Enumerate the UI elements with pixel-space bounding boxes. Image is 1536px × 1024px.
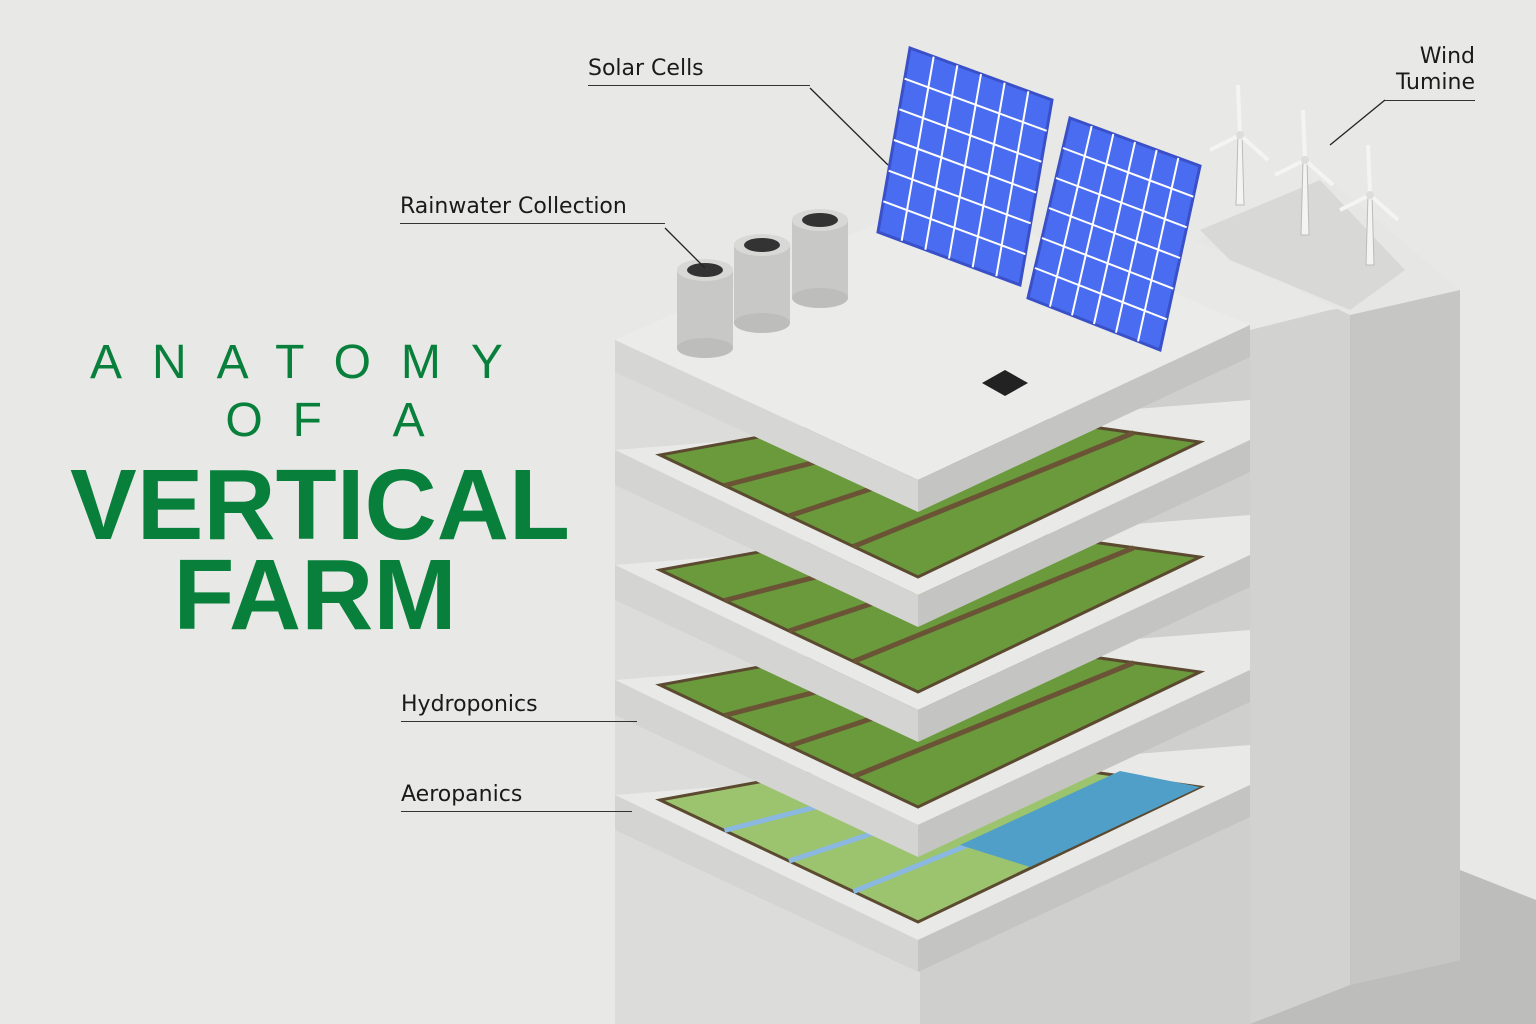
roof-hatch bbox=[982, 370, 1028, 396]
floor-slab-side bbox=[918, 440, 1250, 627]
label-solar-cells: Solar Cells bbox=[588, 56, 810, 86]
floors bbox=[615, 400, 1250, 972]
label-hydroponics: Hydroponics bbox=[401, 692, 637, 722]
floor-slab-side bbox=[918, 555, 1250, 742]
leader-lines bbox=[664, 87, 1386, 269]
floor-slab-front bbox=[615, 795, 918, 972]
label-wind-turbine: Wind Tumine bbox=[1385, 44, 1475, 101]
label-rainwater-collection: Rainwater Collection bbox=[400, 194, 665, 224]
water-tray bbox=[960, 771, 1200, 867]
title-vertical: VERTICAL bbox=[70, 449, 570, 561]
floor-slab-side bbox=[918, 670, 1250, 857]
wind-turbines bbox=[1209, 84, 1400, 266]
title-of-a: OF A bbox=[225, 394, 455, 447]
water-tank bbox=[677, 259, 733, 358]
solar-panels bbox=[876, 45, 1202, 353]
wind-turbine bbox=[1274, 109, 1335, 236]
label-wind-line2: Tumine bbox=[1395, 70, 1475, 95]
solar-panel bbox=[1026, 116, 1202, 353]
rainwater-tanks bbox=[677, 209, 848, 358]
label-aeroponics: Aeropanics bbox=[401, 782, 632, 812]
label-wind-line1: Wind bbox=[1419, 44, 1475, 69]
bed-divider bbox=[852, 545, 1135, 664]
solar-panel bbox=[876, 45, 1054, 288]
water-tank bbox=[792, 209, 848, 308]
floor-slab-front bbox=[615, 565, 918, 742]
floor-slab-side bbox=[918, 785, 1250, 972]
floor-slab-front bbox=[615, 450, 918, 627]
bed-divider bbox=[852, 430, 1135, 549]
floor-slab-front bbox=[615, 680, 918, 857]
wind-turbine bbox=[1209, 84, 1270, 206]
title-anatomy: ANATOMY bbox=[90, 336, 533, 389]
title-farm: FARM bbox=[173, 539, 457, 651]
wind-turbine bbox=[1339, 144, 1400, 266]
bed-divider bbox=[852, 660, 1135, 779]
water-tank bbox=[734, 234, 790, 333]
tower bbox=[1195, 180, 1460, 1024]
